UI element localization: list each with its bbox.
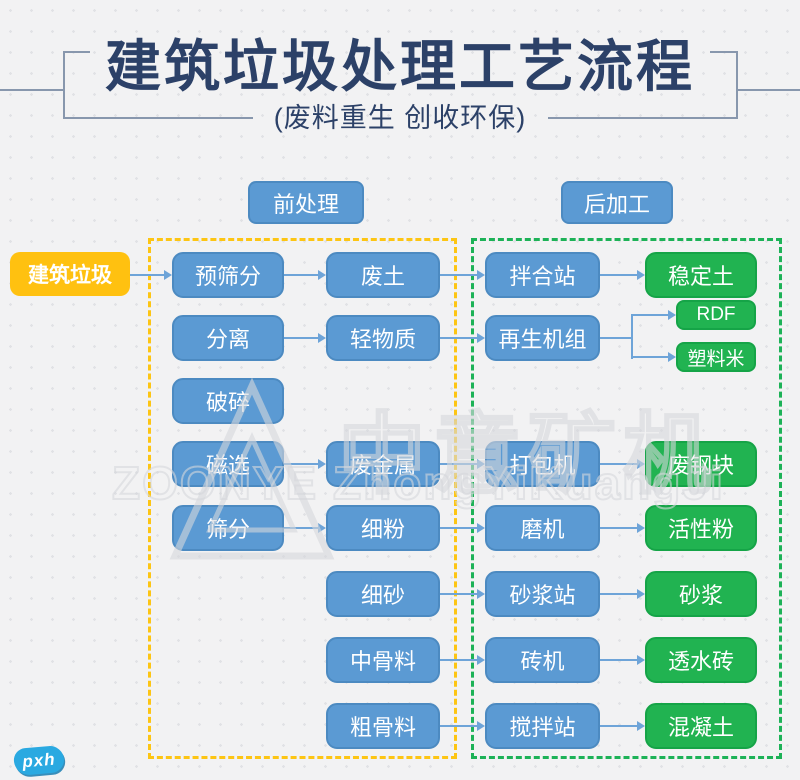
connector-line: [600, 463, 637, 465]
arrowhead-icon: [637, 270, 645, 280]
node-mortar: 砂浆: [645, 571, 757, 617]
connector-line: [284, 274, 318, 276]
node-rdf: RDF: [676, 300, 756, 330]
node-baler: 打包机: [485, 441, 600, 487]
arrowhead-icon: [318, 459, 326, 469]
arrowhead-icon: [477, 589, 485, 599]
node-permeable-brick: 透水砖: [645, 637, 757, 683]
node-brick-machine: 砖机: [485, 637, 600, 683]
node-regeneration-unit: 再生机组: [485, 315, 600, 361]
node-coarse-aggregate: 粗骨料: [326, 703, 440, 749]
node-grinding-mill: 磨机: [485, 505, 600, 551]
arrowhead-icon: [477, 459, 485, 469]
connector-line: [600, 274, 637, 276]
arrowhead-icon: [318, 523, 326, 533]
node-mixing-station: 搅拌站: [485, 703, 600, 749]
arrowhead-icon: [477, 333, 485, 343]
arrowhead-icon: [637, 721, 645, 731]
node-light-material: 轻物质: [326, 315, 440, 361]
connector-line: [440, 659, 477, 661]
node-scrap-metal: 废金属: [326, 441, 440, 487]
pxh-logo: pxh: [12, 744, 66, 777]
node-waste-soil: 废土: [326, 252, 440, 298]
connector-line: [631, 314, 668, 316]
connector-line: [440, 274, 477, 276]
connector-line: [600, 659, 637, 661]
node-construction-waste: 建筑垃圾: [10, 252, 130, 296]
section-label-pre-processing: 前处理: [248, 181, 364, 224]
node-screening: 筛分: [172, 505, 284, 551]
arrowhead-icon: [477, 270, 485, 280]
header-accent-line: [710, 51, 737, 53]
arrowhead-icon: [637, 589, 645, 599]
node-crushing: 破碎: [172, 378, 284, 424]
connector-line: [440, 593, 477, 595]
page-title: 建筑垃圾处理工艺流程: [105, 35, 695, 98]
connector-line: [600, 725, 637, 727]
node-mortar-station: 砂浆站: [485, 571, 600, 617]
node-fine-sand: 细砂: [326, 571, 440, 617]
connector-line: [631, 356, 668, 358]
header-accent-line: [0, 89, 64, 91]
node-concrete: 混凝土: [645, 703, 757, 749]
node-fine-powder: 细粉: [326, 505, 440, 551]
header-accent-line: [548, 117, 738, 119]
header-accent-line: [736, 51, 738, 119]
connector-line: [440, 527, 477, 529]
connector-line: [284, 463, 318, 465]
arrowhead-icon: [637, 459, 645, 469]
arrowhead-icon: [637, 655, 645, 665]
arrowhead-icon: [477, 655, 485, 665]
header-accent-line: [63, 51, 90, 53]
node-medium-aggregate: 中骨料: [326, 637, 440, 683]
node-plastic-pellets: 塑料米: [676, 342, 756, 372]
connector-line: [284, 337, 318, 339]
connector-line: [631, 314, 633, 359]
arrowhead-icon: [477, 523, 485, 533]
connector-line: [600, 337, 633, 339]
arrowhead-icon: [318, 270, 326, 280]
connector-line: [600, 527, 637, 529]
node-separation: 分离: [172, 315, 284, 361]
node-stabilized-soil: 稳定土: [645, 252, 757, 298]
arrowhead-icon: [668, 310, 676, 320]
arrowhead-icon: [637, 523, 645, 533]
header-accent-line: [63, 51, 65, 119]
post-processing-region: [471, 238, 782, 759]
node-blending-station: 拌合站: [485, 252, 600, 298]
connector-line: [440, 337, 477, 339]
connector-line: [600, 593, 637, 595]
node-pre-screening: 预筛分: [172, 252, 284, 298]
arrowhead-icon: [318, 333, 326, 343]
connector-line: [284, 527, 318, 529]
node-magnetic-separation: 磁选: [172, 441, 284, 487]
connector-line: [440, 463, 477, 465]
header-accent-line: [63, 117, 253, 119]
connector-line: [130, 274, 164, 276]
header-accent-line: [737, 89, 800, 91]
arrowhead-icon: [477, 721, 485, 731]
node-scrap-steel-block: 废钢块: [645, 441, 757, 487]
connector-line: [440, 725, 477, 727]
pre-processing-region: [148, 238, 457, 759]
arrowhead-icon: [668, 352, 676, 362]
arrowhead-icon: [164, 270, 172, 280]
page-subtitle: (废料重生 创收环保): [273, 103, 527, 133]
section-label-post-processing: 后加工: [561, 181, 673, 224]
node-active-powder: 活性粉: [645, 505, 757, 551]
